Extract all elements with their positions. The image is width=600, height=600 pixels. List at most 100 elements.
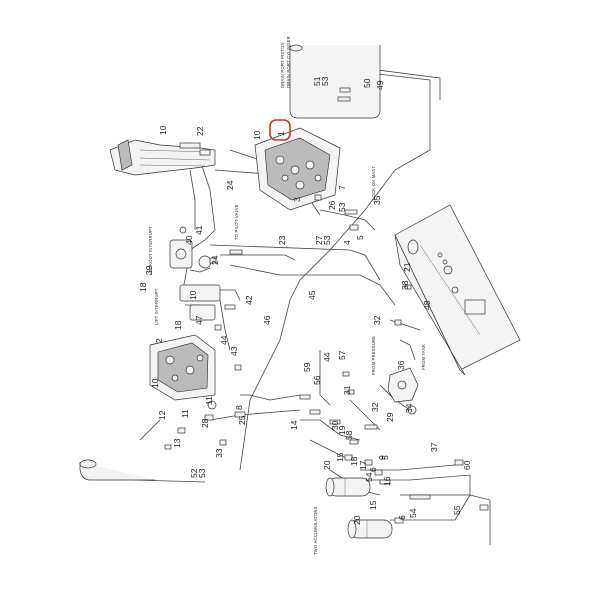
callout: 10 xyxy=(158,125,168,135)
callout: 2 xyxy=(154,338,164,343)
callout: 11 xyxy=(180,409,190,418)
label-to-pilot-valve: TO PILOT VALVE xyxy=(234,204,239,240)
callout: 51 xyxy=(312,76,322,86)
callout: 54 xyxy=(408,508,418,518)
callout: 45 xyxy=(307,290,317,300)
callout: 55 xyxy=(452,505,462,515)
main-control-valve xyxy=(254,127,341,211)
accumulator-upper xyxy=(325,477,371,497)
callout: 53 xyxy=(322,235,332,245)
callout: 12 xyxy=(157,410,167,420)
callout: 60 xyxy=(462,460,472,470)
callout: 32 xyxy=(370,402,380,412)
callout: 4 xyxy=(342,240,352,245)
callout: 52 xyxy=(189,468,199,478)
callout: 54 xyxy=(364,472,374,482)
callout: 53 xyxy=(320,76,330,86)
callout: 30 xyxy=(330,420,340,430)
callout: 48 xyxy=(422,300,432,310)
fittings xyxy=(164,87,489,524)
label-lock-on-mast: LOCK ON MAST xyxy=(371,166,376,200)
lockout-interrupt-valve xyxy=(169,239,212,269)
callout: 41 xyxy=(194,225,204,235)
callout: 32 xyxy=(372,315,382,325)
callout: 49 xyxy=(375,80,385,90)
callout: 35 xyxy=(372,195,382,205)
callout: 24 xyxy=(225,180,235,190)
callout: 14 xyxy=(289,420,299,430)
callout: 17 xyxy=(358,460,368,470)
callout: 31 xyxy=(342,385,352,395)
callout: 28 xyxy=(200,418,210,428)
callout: 3 xyxy=(292,197,302,202)
callout: 38 xyxy=(400,280,410,290)
callout: 33 xyxy=(214,448,224,458)
label-drain-port-cylinder: DRAIN PORT CYLINDER xyxy=(286,36,291,88)
callout: 43 xyxy=(229,346,239,356)
callout: 22 xyxy=(195,126,205,136)
callout: 13 xyxy=(172,438,182,448)
callout: 20 xyxy=(322,460,332,470)
callout: 46 xyxy=(262,315,272,325)
callout: 6 xyxy=(368,467,378,472)
callout: 11 xyxy=(204,396,214,405)
callout-highlighted: 1 xyxy=(276,131,286,136)
callout: 15 xyxy=(335,452,345,462)
label-from-pressure: FROM PRESSURE xyxy=(371,336,376,375)
hydraulic-tank xyxy=(394,204,521,376)
callout: 50 xyxy=(362,78,372,88)
label-drain-port-piston: DRAIN PORT PISTON xyxy=(280,42,285,88)
lift-interrupt-valve xyxy=(179,284,221,321)
side-labels: DRAIN PORT PISTON DRAIN PORT CYLINDER TO… xyxy=(148,36,426,555)
callout: 20 xyxy=(352,515,362,525)
manifold-block xyxy=(149,334,216,401)
callout: 27 xyxy=(314,235,324,245)
callout: 23 xyxy=(277,235,287,245)
callout: 10 xyxy=(188,290,198,300)
callout: 56 xyxy=(312,375,322,385)
drain-tube-bottom xyxy=(79,459,155,481)
callout: 44 xyxy=(322,352,332,362)
callout: 6 xyxy=(397,515,407,520)
callout: 36 xyxy=(396,360,406,370)
callout: 53 xyxy=(197,468,207,478)
callout: 29 xyxy=(385,412,395,422)
callout: 9 xyxy=(377,455,387,460)
highlight-box xyxy=(269,119,291,141)
callout: 37 xyxy=(429,442,439,452)
drain-tube-top xyxy=(289,44,381,119)
callout: 10 xyxy=(150,378,160,388)
pressure-check-assembly xyxy=(387,367,419,415)
label-from-tank: FROM TANK xyxy=(421,344,426,370)
callout: 21 xyxy=(402,262,412,272)
callout: 40 xyxy=(184,235,194,245)
callout: 59 xyxy=(302,362,312,372)
callout: 8 xyxy=(234,405,244,410)
callout: 18 xyxy=(138,282,148,292)
label-lift-interrupt: LIFT INTERRUPT xyxy=(154,288,159,325)
accumulator-lower xyxy=(347,519,393,539)
label-two-accumulators: TWO ACCUMULATORS xyxy=(313,506,318,555)
callout: 15 xyxy=(368,500,378,510)
callout: 39 xyxy=(144,265,154,275)
callout: 44 xyxy=(219,335,229,345)
callout: 7 xyxy=(337,185,347,190)
callout: 58 xyxy=(344,430,354,440)
callout: 18 xyxy=(173,320,183,330)
callout: 57 xyxy=(337,350,347,360)
callout: 25 xyxy=(237,415,247,425)
callouts: 51 53 50 49 10 22 10 1 24 3 7 26 53 35 2… xyxy=(138,76,472,525)
callout: 16 xyxy=(382,476,392,486)
label-lockout-interrupt: LOCKOUT INTERRUPT xyxy=(148,226,153,275)
callout: 19 xyxy=(337,425,347,435)
callout: 18 xyxy=(349,456,359,466)
pilot-control-handle xyxy=(109,139,216,176)
callout: 42 xyxy=(244,295,254,305)
callout: 10 xyxy=(252,130,262,140)
callout: 34 xyxy=(404,403,414,413)
callout: 24 xyxy=(210,255,220,265)
callout: 5 xyxy=(380,455,390,460)
callout: 47 xyxy=(194,315,204,325)
callout: 5 xyxy=(355,235,365,240)
